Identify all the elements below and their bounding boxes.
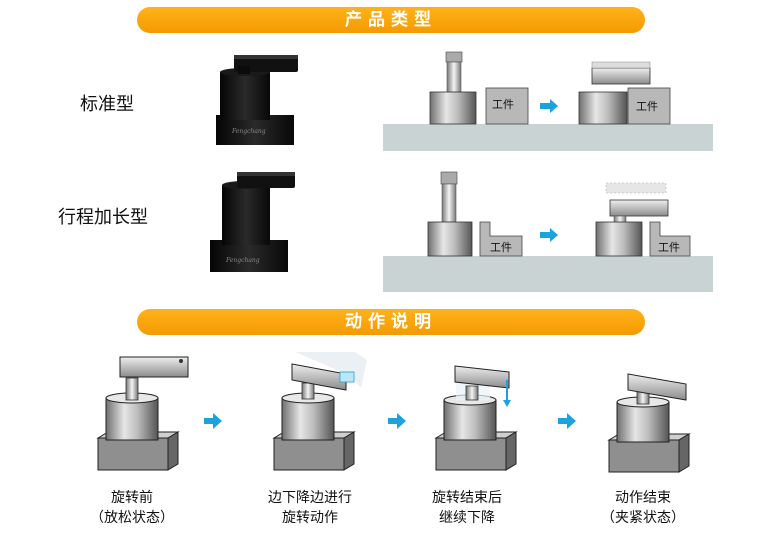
workpiece-label-4: 工件 xyxy=(658,241,680,254)
step3-subtitle: 继续下降 xyxy=(439,510,495,526)
step3-title: 旋转结束后 xyxy=(432,490,502,506)
step4-subtitle: （夹紧状态） xyxy=(601,510,685,526)
workpiece-label-3: 工件 xyxy=(490,241,512,254)
extended-schematic xyxy=(383,171,713,292)
step1-title: 旋转前 xyxy=(111,490,153,506)
step1-clamp xyxy=(96,356,189,471)
svg-text:Fengchang: Fengchang xyxy=(225,257,260,264)
arrow-right-icon xyxy=(540,228,558,242)
step1-subtitle: （放松状态） xyxy=(90,510,174,526)
step3-caption: 旋转结束后 继续下降 xyxy=(397,488,537,528)
step4-title: 动作结束 xyxy=(615,490,671,506)
step2-caption: 边下降边进行 旋转动作 xyxy=(240,488,380,528)
standard-schematic xyxy=(383,51,713,151)
extended-clamp-photo: Fengchang xyxy=(210,172,295,272)
step3-clamp xyxy=(434,365,518,471)
product-types-banner: 产品类型 xyxy=(137,7,645,33)
step2-subtitle: 旋转动作 xyxy=(282,510,338,526)
step4-clamp xyxy=(607,373,691,473)
arrow-right-icon xyxy=(388,413,406,429)
standard-clamp-photo: Fengchang xyxy=(216,55,298,145)
step4-caption: 动作结束 （夹紧状态） xyxy=(573,488,713,528)
svg-text:Fengchang: Fengchang xyxy=(231,128,266,135)
step1-caption: 旋转前 （放松状态） xyxy=(62,488,202,528)
extended-type-label: 行程加长型 xyxy=(58,207,148,228)
action-description-banner: 动作说明 xyxy=(137,309,645,335)
step2-title: 边下降边进行 xyxy=(268,490,352,506)
arrow-right-icon xyxy=(540,99,558,113)
workpiece-label-1: 工件 xyxy=(492,98,514,111)
step2-clamp xyxy=(272,352,367,471)
workpiece-label-2: 工件 xyxy=(636,100,658,113)
standard-type-label: 标准型 xyxy=(80,94,134,115)
arrow-right-icon xyxy=(204,413,222,429)
arrow-right-icon xyxy=(558,413,576,429)
